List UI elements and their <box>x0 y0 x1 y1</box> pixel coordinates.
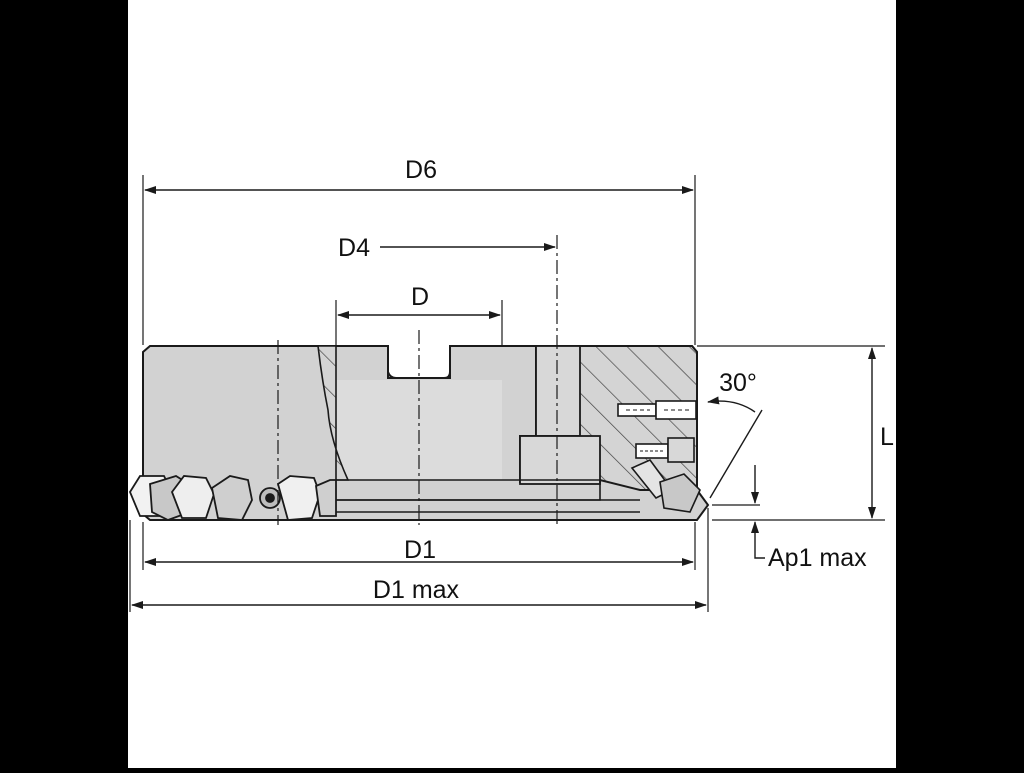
extension-lines <box>129 175 885 612</box>
dimension-lines <box>131 186 876 609</box>
label-l: L <box>880 423 894 451</box>
label-d: D <box>411 283 429 311</box>
label-d1-max: D1 max <box>373 576 460 604</box>
center-lines <box>277 235 558 525</box>
insert-row-left <box>128 475 337 521</box>
label-d4: D4 <box>338 234 370 262</box>
dimension-labels: D6 D4 D 30° L D1 D1 max Ap1 max <box>338 156 894 604</box>
insert-clamp-right <box>617 400 701 513</box>
label-d6: D6 <box>405 156 437 184</box>
label-d1: D1 <box>404 536 436 564</box>
label-ap1-max: Ap1 max <box>768 544 867 572</box>
label-angle: 30° <box>719 369 757 397</box>
